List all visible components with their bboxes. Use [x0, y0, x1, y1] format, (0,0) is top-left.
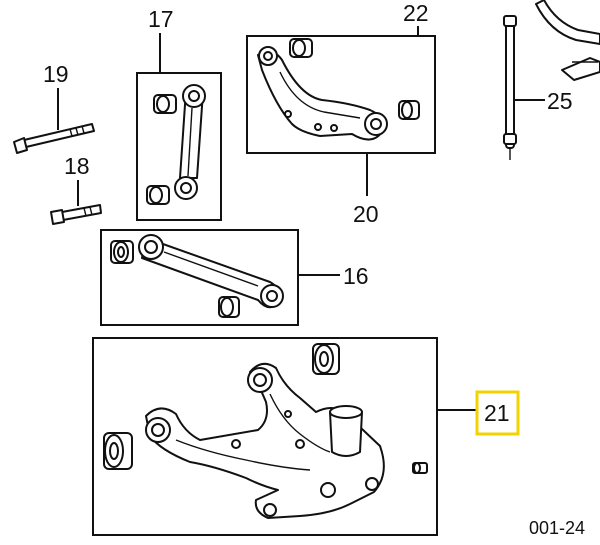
part-21-bushing-left	[103, 432, 133, 470]
part-17-box	[136, 72, 222, 221]
part-21-small-bushing	[412, 462, 428, 474]
part-21-group: 21	[92, 337, 520, 536]
part-21-box	[92, 337, 438, 536]
part-19-bolt	[13, 123, 95, 154]
part-17-link	[174, 84, 206, 200]
part-25-bracket	[561, 57, 600, 81]
callout-16[interactable]: 16	[343, 263, 369, 289]
part-17-bushing-top	[153, 94, 177, 114]
part-16-group: 16	[100, 229, 369, 326]
part-16-bushing-left	[110, 240, 134, 264]
part-16-box	[100, 229, 299, 326]
callout-22[interactable]: 22	[403, 0, 429, 26]
part-21-knuckle-bushing	[329, 405, 363, 457]
diagram-code: 001-24	[529, 518, 585, 538]
callout-21[interactable]: 21	[484, 400, 510, 426]
part-20-upper-arm	[257, 46, 388, 141]
part-16-bushing-right	[218, 296, 240, 318]
part-20-bushing-top	[289, 38, 313, 58]
part-25-group: 25	[503, 0, 600, 160]
callout-21-highlight	[475, 390, 520, 436]
part-17-bushing-bottom	[146, 185, 170, 205]
part-20-box	[246, 35, 436, 154]
callout-18[interactable]: 18	[64, 153, 90, 179]
part-21-bushing-top	[312, 343, 340, 375]
callout-25[interactable]: 25	[547, 88, 573, 114]
callout-20[interactable]: 20	[353, 201, 379, 227]
part-20-group: 22 20	[246, 0, 436, 227]
callout-19[interactable]: 19	[43, 61, 69, 87]
part-25-stabilizer	[535, 0, 600, 45]
part-19-group: 19	[13, 61, 95, 154]
callout-17[interactable]: 17	[148, 6, 174, 32]
part-16-lower-link	[138, 234, 284, 309]
part-25-link-rod	[503, 15, 517, 160]
part-21-lower-arm	[145, 362, 385, 519]
part-17-group: 17	[136, 6, 222, 221]
part-20-bushing-right	[398, 100, 420, 120]
part-18-bolt	[50, 204, 102, 225]
part-18-group: 18	[50, 153, 102, 225]
